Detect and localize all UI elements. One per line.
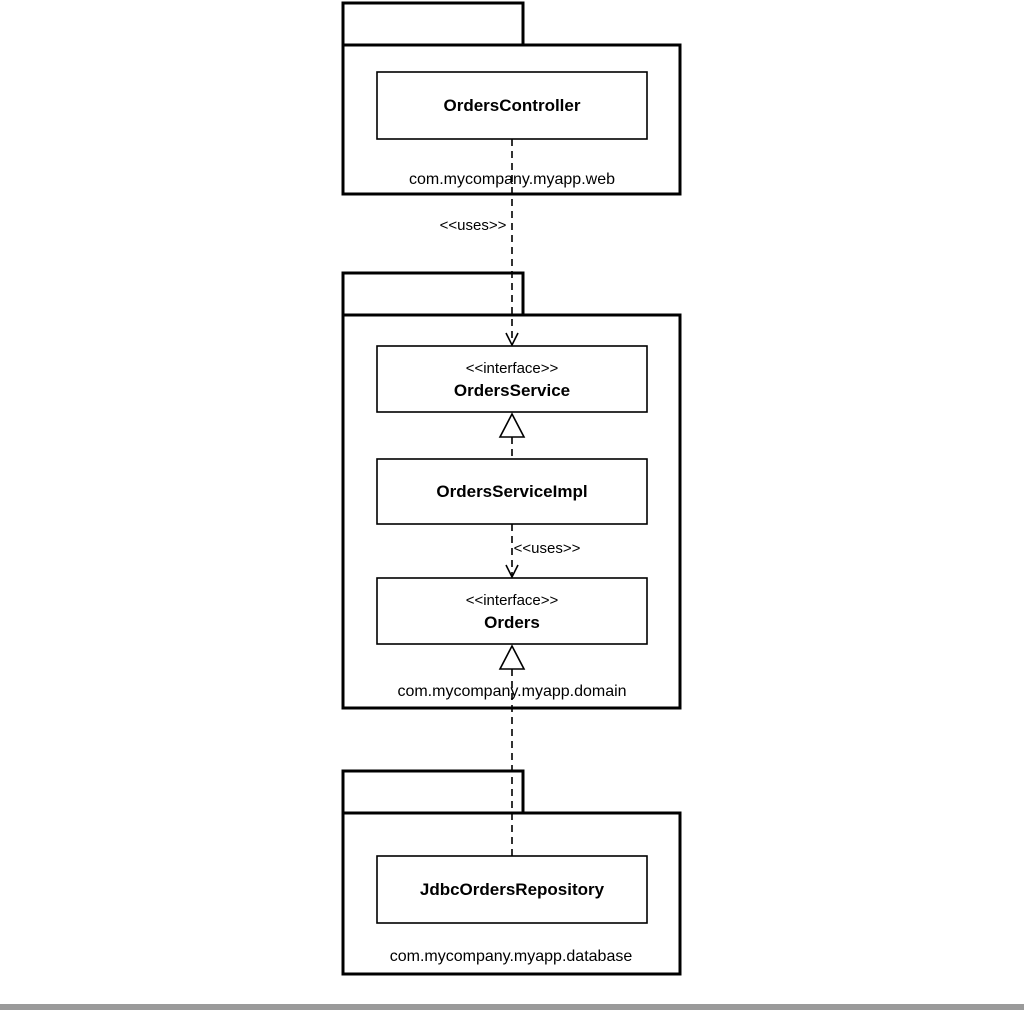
class-orders-service-impl-name: OrdersServiceImpl xyxy=(436,482,587,501)
package-domain-tab xyxy=(341,271,525,317)
dependency-controller-to-service: <<uses>> xyxy=(440,139,519,347)
bottom-divider-bar xyxy=(0,1004,1024,1010)
class-orders-controller-box xyxy=(376,71,648,140)
package-database-tab xyxy=(341,769,525,815)
class-orders-service-impl-box xyxy=(376,458,648,525)
realization-impl-to-service xyxy=(498,412,526,459)
class-orders-service: <<interface>> OrdersService xyxy=(376,345,648,413)
class-orders-service-impl: OrdersServiceImpl xyxy=(376,458,648,525)
class-jdbc-orders-repository: JdbcOrdersRepository xyxy=(376,855,648,924)
dependency-controller-to-service-arrowhead xyxy=(505,332,519,347)
class-orders-service-name: OrdersService xyxy=(454,381,570,400)
class-jdbc-orders-repository-box xyxy=(376,855,648,924)
dependency-controller-to-service-label: <<uses>> xyxy=(440,217,507,234)
package-web-tab xyxy=(341,1,525,47)
dependency-impl-to-orders-label: <<uses>> xyxy=(514,540,581,557)
dependency-impl-to-orders-arrowhead xyxy=(505,564,519,579)
class-orders-stereotype: <<interface>> xyxy=(466,592,559,609)
class-orders-controller: OrdersController xyxy=(376,71,648,140)
class-orders-service-box xyxy=(376,345,648,413)
class-jdbc-orders-repository-name: JdbcOrdersRepository xyxy=(420,880,605,899)
realization-repository-to-orders-arrowhead xyxy=(498,644,526,670)
class-orders-service-stereotype: <<interface>> xyxy=(466,360,559,377)
class-orders: <<interface>> Orders xyxy=(376,577,648,645)
package-domain-name: com.mycompany.myapp.domain xyxy=(397,683,626,700)
realization-repository-to-orders xyxy=(498,644,526,856)
class-orders-name: Orders xyxy=(484,613,540,632)
class-orders-controller-name: OrdersController xyxy=(444,96,581,115)
class-orders-box xyxy=(376,577,648,645)
package-database-name: com.mycompany.myapp.database xyxy=(390,948,633,965)
dependency-impl-to-orders: <<uses>> xyxy=(505,524,581,579)
realization-impl-to-service-arrowhead xyxy=(498,412,526,438)
